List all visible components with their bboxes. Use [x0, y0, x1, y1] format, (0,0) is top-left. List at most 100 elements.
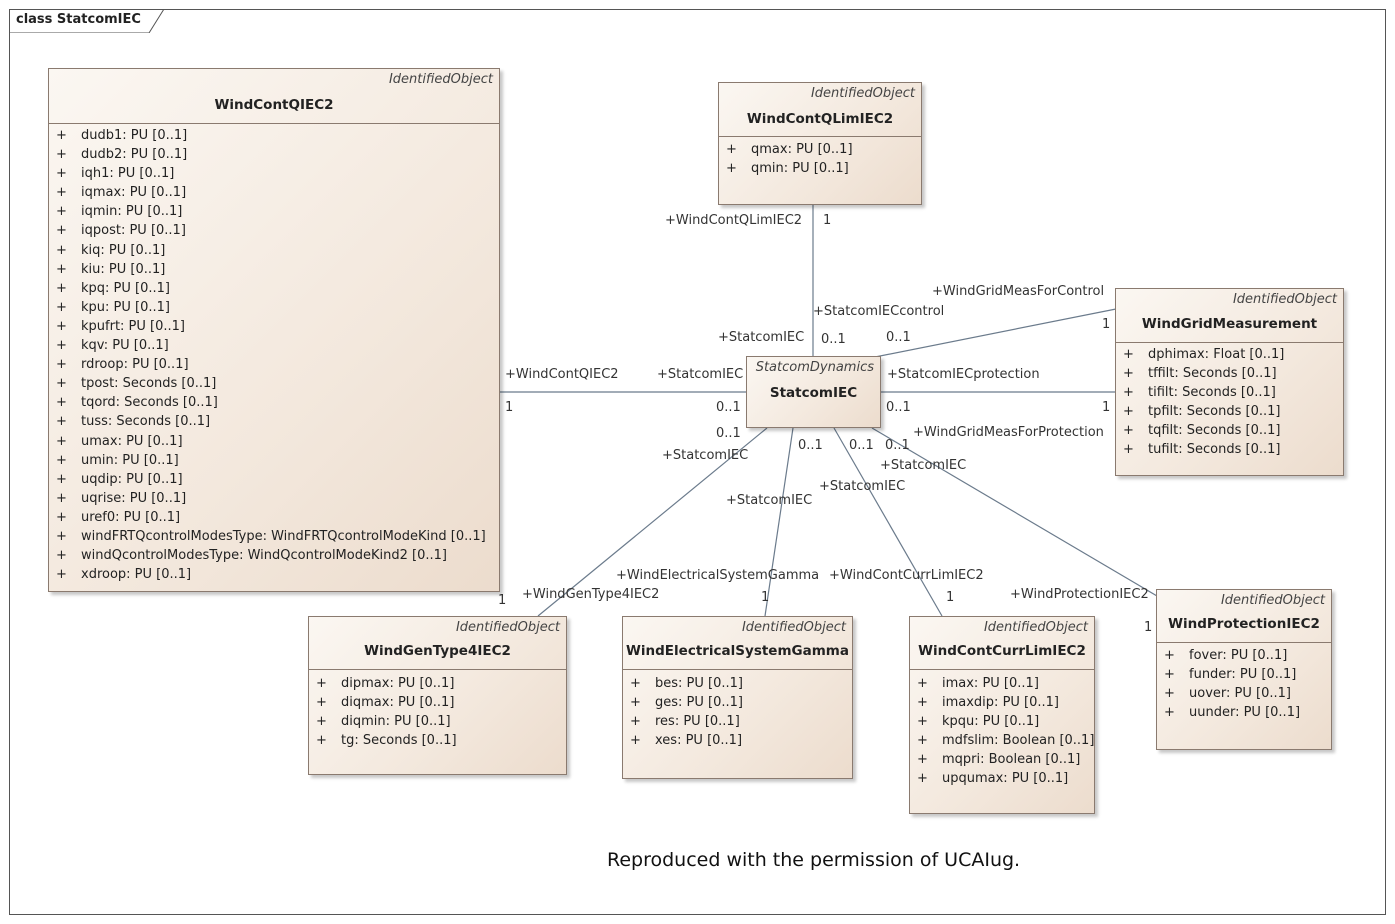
multiplicity-label: 0..1	[716, 400, 741, 415]
attribute-row: +tg: Seconds [0..1]	[309, 731, 566, 750]
attribute-text: xes: PU [0..1]	[655, 733, 743, 749]
public-visibility-marker: +	[56, 548, 67, 564]
role-label: +WindGenType4IEC2	[522, 587, 660, 602]
attribute-text: kpu: PU [0..1]	[81, 299, 170, 315]
class-wind-gen-type4-iec2[interactable]: IdentifiedObject WindGenType4IEC2 +dipma…	[308, 616, 567, 775]
attribute-text: dudb2: PU [0..1]	[81, 147, 188, 163]
attribute-row: + kpu: PU [0..1]	[49, 298, 499, 317]
compartment-divider	[309, 669, 566, 670]
attribute-row: +dudb2: PU [0..1]	[49, 145, 499, 164]
public-visibility-marker: +	[56, 280, 67, 296]
public-visibility-marker: +	[917, 695, 928, 711]
attribute-list: +dphimax: Float [0..1] + tffilt: Seconds […	[1116, 345, 1343, 460]
attribute-list: +dipmax: PU [0..1]+diqmax: PU [0..1]+diq…	[309, 674, 566, 750]
class-statcom-iec[interactable]: StatcomDynamics StatcomIEC	[746, 356, 881, 428]
attribute-row: +rdroop: PU [0..1]	[49, 355, 499, 374]
attribute-text: uover: PU [0..1]	[1189, 686, 1291, 702]
multiplicity-label: 0..1	[849, 438, 874, 453]
public-visibility-marker: +	[917, 714, 928, 730]
public-visibility-marker: +	[56, 223, 67, 239]
attribute-row: +umax: PU [0..1]	[49, 432, 499, 451]
attribute-row: +kpqu: PU [0..1]	[910, 712, 1094, 731]
public-visibility-marker: +	[917, 771, 928, 787]
attribute-text: mqpri: Boolean [0..1]	[942, 752, 1081, 768]
attribute-text: uref0: PU [0..1]	[81, 509, 181, 525]
public-visibility-marker: +	[1123, 423, 1134, 439]
multiplicity-label: 0..1	[798, 438, 823, 453]
attribute-text: windQcontrolModesType: WindQcontrolModeK…	[81, 548, 447, 564]
stereotype-label: StatcomDynamics	[755, 360, 874, 375]
public-visibility-marker: +	[56, 509, 67, 525]
stereotype-label: IdentifiedObject	[455, 620, 560, 635]
public-visibility-marker: +	[1164, 705, 1175, 721]
attribute-list: +qmax: PU [0..1]+qmin: PU [0..1]	[719, 140, 921, 178]
attribute-text: uqdip: PU [0..1]	[81, 471, 183, 487]
attribute-row: +fover: PU [0..1]	[1157, 646, 1331, 665]
attribute-text: tufilt: Seconds [0..1]	[1148, 442, 1281, 458]
role-label: +WindContCurrLimIEC2	[829, 568, 984, 583]
public-visibility-marker: +	[726, 142, 737, 157]
attribute-row: + dudb1: PU [0..1]	[49, 126, 499, 145]
multiplicity-label: 1	[498, 593, 507, 608]
role-label: +StatcomIEC	[726, 493, 813, 508]
assoc-elec	[764, 427, 794, 617]
public-visibility-marker: +	[917, 752, 928, 768]
attribute-text: funder: PU [0..1]	[1189, 667, 1297, 683]
attribute-row: +dphimax: Float [0..1]	[1116, 345, 1343, 364]
attribute-row: +tufilt: Seconds [0..1]	[1116, 440, 1343, 459]
attribute-row: +imax: PU [0..1]	[910, 674, 1094, 693]
attribute-row: + uqdip: PU [0..1]	[49, 470, 499, 489]
public-visibility-marker: +	[56, 204, 67, 220]
class-wind-protection-iec2[interactable]: IdentifiedObject WindProtectionIEC2 +fov…	[1156, 589, 1332, 750]
attribute-row: + tqfilt: Seconds [0..1]	[1116, 421, 1343, 440]
attribute-text: fover: PU [0..1]	[1189, 648, 1288, 663]
multiplicity-label: 1	[761, 590, 770, 605]
public-visibility-marker: +	[316, 676, 327, 691]
attribute-text: iqmax: PU [0..1]	[81, 185, 187, 201]
stereotype-label: IdentifiedObject	[741, 620, 846, 635]
public-visibility-marker: +	[56, 471, 67, 487]
role-label: +StatcomIEC	[880, 458, 967, 473]
public-visibility-marker: +	[1123, 404, 1134, 420]
class-wind-cont-q-lim-iec2[interactable]: IdentifiedObject WindContQLimIEC2 +qmax:…	[718, 82, 922, 205]
attribute-row: +funder: PU [0..1]	[1157, 665, 1331, 684]
attribute-row: +kpufrt: PU [0..1]	[49, 317, 499, 336]
attribute-text: dudb1: PU [0..1]	[81, 128, 188, 143]
attribute-text: ges: PU [0..1]	[655, 695, 743, 711]
stereotype-label: IdentifiedObject	[983, 620, 1088, 635]
attribute-text: tffilt: Seconds [0..1]	[1148, 366, 1277, 382]
attribute-text: tg: Seconds [0..1]	[341, 733, 457, 749]
public-visibility-marker: +	[56, 567, 67, 583]
attribute-row: +mdfslim: Boolean [0..1]	[910, 731, 1094, 750]
multiplicity-label: 0..1	[716, 426, 741, 441]
attribute-text: umin: PU [0..1]	[81, 452, 179, 468]
attribute-row: + mqpri: Boolean [0..1]	[910, 750, 1094, 769]
class-name: WindContCurrLimIEC2	[918, 643, 1086, 659]
public-visibility-marker: +	[56, 395, 67, 411]
compartment-divider	[1116, 342, 1343, 343]
compartment-divider	[49, 123, 499, 124]
class-wind-cont-q-iec2[interactable]: IdentifiedObject WindContQIEC2 +dudb1: P…	[48, 68, 500, 592]
attribute-text: tqfilt: Seconds [0..1]	[1148, 423, 1281, 439]
role-label: +StatcomIECcontrol	[813, 304, 945, 319]
class-wind-cont-curr-lim-iec2[interactable]: IdentifiedObject WindContCurrLimIEC2 +im…	[909, 616, 1095, 814]
attribute-row: +imaxdip: PU [0..1]	[910, 693, 1094, 712]
public-visibility-marker: +	[56, 299, 67, 315]
public-visibility-marker: +	[1164, 686, 1175, 702]
class-wind-electrical-system-gamma[interactable]: IdentifiedObject WindElectricalSystemGam…	[622, 616, 853, 779]
attribute-row: + iqpost: PU [0..1]	[49, 221, 499, 240]
attribute-row: +iqmin: PU [0..1]	[49, 202, 499, 221]
attribute-row: +qmax: PU [0..1]	[719, 140, 921, 159]
frame-title: class StatcomIEC	[16, 12, 141, 27]
attribute-text: tifilt: Seconds [0..1]	[1148, 385, 1276, 401]
attribute-text: iqpost: PU [0..1]	[81, 223, 186, 239]
attribute-text: bes: PU [0..1]	[655, 676, 743, 691]
public-visibility-marker: +	[56, 128, 67, 143]
public-visibility-marker: +	[316, 695, 327, 711]
compartment-divider	[1157, 642, 1331, 643]
public-visibility-marker: +	[1123, 366, 1134, 382]
role-label: +WindContQIEC2	[505, 367, 619, 382]
attribute-row: +diqmax: PU [0..1]	[309, 693, 566, 712]
multiplicity-label: 0..1	[821, 332, 846, 347]
class-wind-grid-measurement[interactable]: IdentifiedObject WindGridMeasurement +dp…	[1115, 288, 1344, 476]
